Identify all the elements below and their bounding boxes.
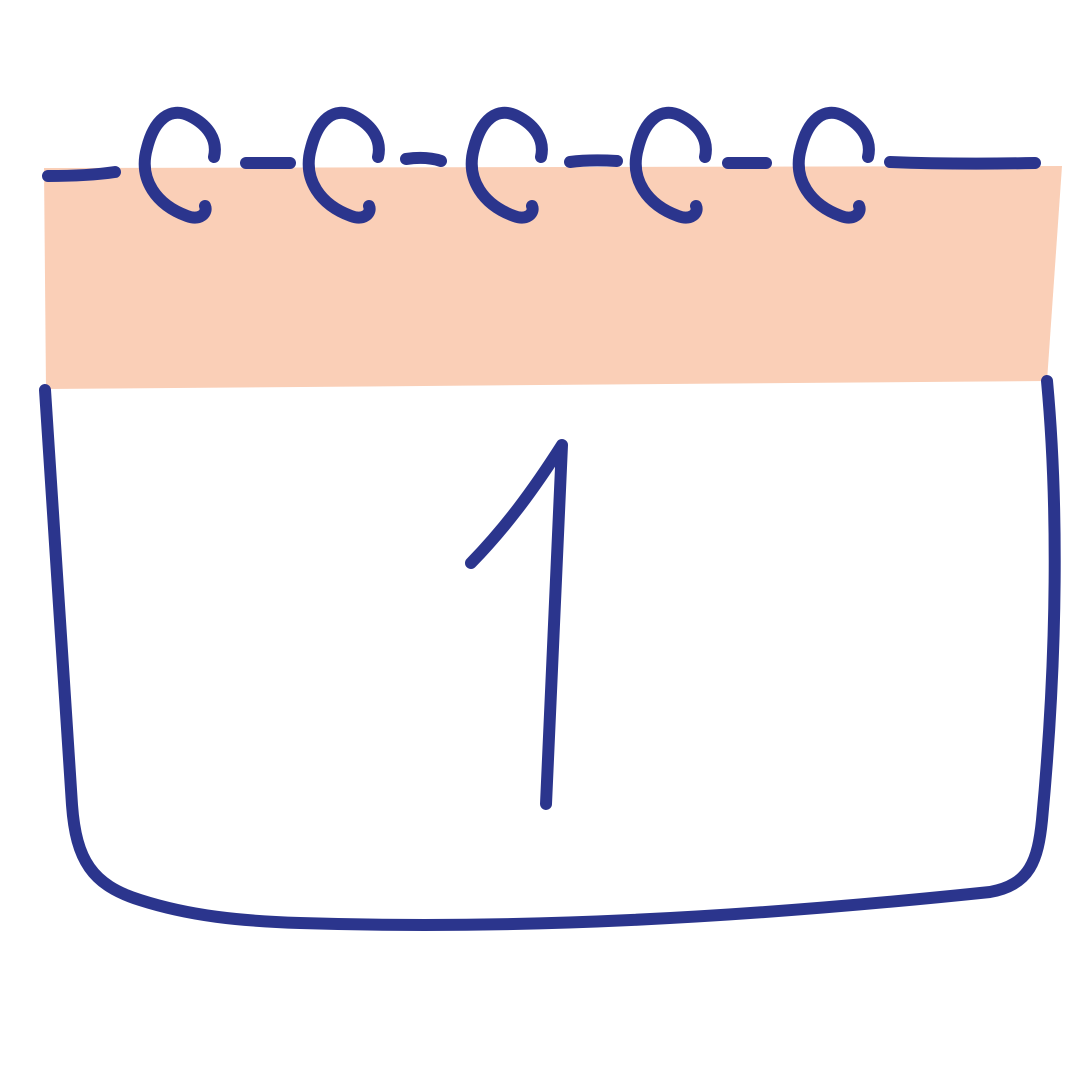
day-number: 1 bbox=[465, 439, 568, 810]
binding-dash bbox=[400, 151, 447, 167]
binding-dash bbox=[564, 154, 623, 168]
binding-dash bbox=[884, 156, 1041, 170]
binding-ring bbox=[138, 106, 221, 224]
binding-dash bbox=[42, 166, 121, 182]
calendar-body-outline bbox=[39, 375, 1061, 931]
calendar-header-band bbox=[44, 166, 1062, 389]
binding-ring bbox=[302, 106, 385, 224]
day-number-stroke bbox=[465, 439, 568, 810]
binding-ring bbox=[629, 106, 712, 224]
binding-ring bbox=[792, 106, 875, 224]
binding-ring bbox=[465, 106, 548, 224]
